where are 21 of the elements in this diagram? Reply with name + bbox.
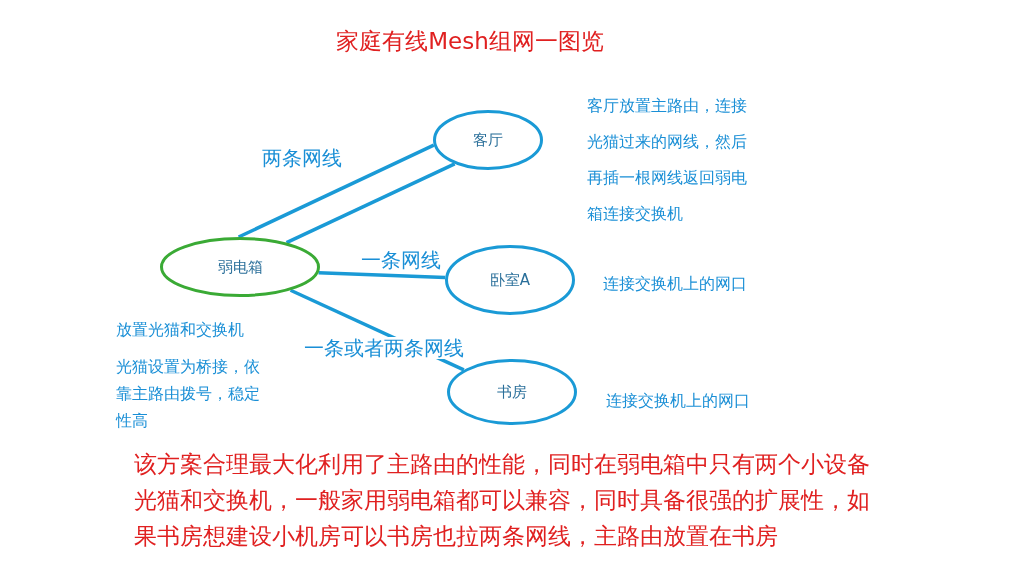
cable-line <box>285 162 456 245</box>
cable-line <box>318 270 446 280</box>
note-text: 客厅放置主路由，连接光猫过来的网线，然后再插一根网线返回弱电箱连接交换机 <box>587 95 748 225</box>
edge-label: 一条或者两条网线 <box>304 337 465 360</box>
note-text: 放置光猫和交换机 <box>116 319 245 341</box>
edge-label: 一条网线 <box>360 249 441 272</box>
node-label: 客厅 <box>473 130 503 150</box>
note-text: 连接交换机上的网口 <box>606 390 751 412</box>
note-text: 连接交换机上的网口 <box>603 273 748 295</box>
location-ellipse <box>160 237 320 297</box>
cable-line <box>237 143 435 239</box>
node-label: 书房 <box>497 382 527 402</box>
node-label: 弱电箱 <box>217 257 263 277</box>
caption-text: 该方案合理最大化利用了主路由的性能，同时在弱电箱中只有两个小设备光猫和交换机，一般家用弱电箱都可以兼容，同时具备很强的扩展性，如果书房想建设小机房可以书房也拉两条网线，主路由放置在书房 <box>134 450 871 551</box>
diagram-title: 家庭有线Mesh组网一图览 <box>335 27 605 56</box>
location-ellipse <box>447 359 577 425</box>
note-text: 光猫设置为桥接，依靠主路由拨号，稳定性高 <box>116 356 261 432</box>
location-ellipse <box>433 110 543 170</box>
location-ellipse <box>445 245 575 315</box>
node-label: 卧室A <box>489 270 531 290</box>
edge-label: 两条网线 <box>262 147 343 170</box>
